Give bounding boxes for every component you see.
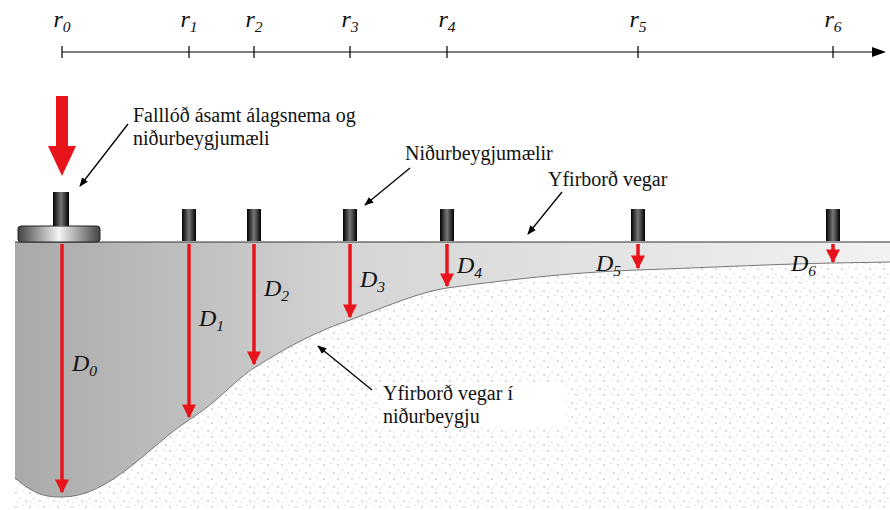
deflected-surface (15, 262, 890, 497)
deflection-arrows (62, 244, 833, 492)
load-cell (53, 192, 69, 226)
callout-label: Yfirborð vegar í niðurbeygju (380, 382, 566, 428)
axis-label: r3 (341, 6, 358, 34)
deflection-label: D3 (360, 266, 385, 294)
axis-arrow (872, 47, 886, 57)
deflection-label: D4 (457, 252, 482, 280)
geophones (182, 209, 840, 241)
axis-line (62, 51, 878, 52)
axis-ticks (62, 46, 833, 58)
load-arrow (56, 96, 68, 148)
deflection-bowl (15, 242, 890, 497)
deflection-label: D2 (264, 275, 289, 303)
callout-label: Falllóð ásamt álagsnema og niðurbeygjumæ… (133, 104, 383, 150)
axis-label: r0 (53, 6, 70, 34)
axis-label: r6 (824, 6, 841, 34)
leader-lines (80, 124, 562, 390)
callout-label: Niðurbeygjumælir (405, 142, 553, 165)
axis-label: r4 (438, 6, 455, 34)
deflection-label: D1 (199, 305, 224, 333)
callout-label: Yfirborð vegar (548, 168, 667, 191)
axis-label: r1 (180, 6, 197, 34)
axis-label: r5 (629, 6, 646, 34)
axis-label: r2 (245, 6, 262, 34)
pavement (15, 242, 890, 510)
load-arrow-head (48, 146, 76, 176)
deflection-label: D6 (791, 250, 816, 278)
road-surface (15, 241, 890, 242)
deflection-label: D5 (596, 250, 621, 278)
deflection-label: D0 (72, 350, 97, 378)
load-plate (18, 226, 100, 242)
